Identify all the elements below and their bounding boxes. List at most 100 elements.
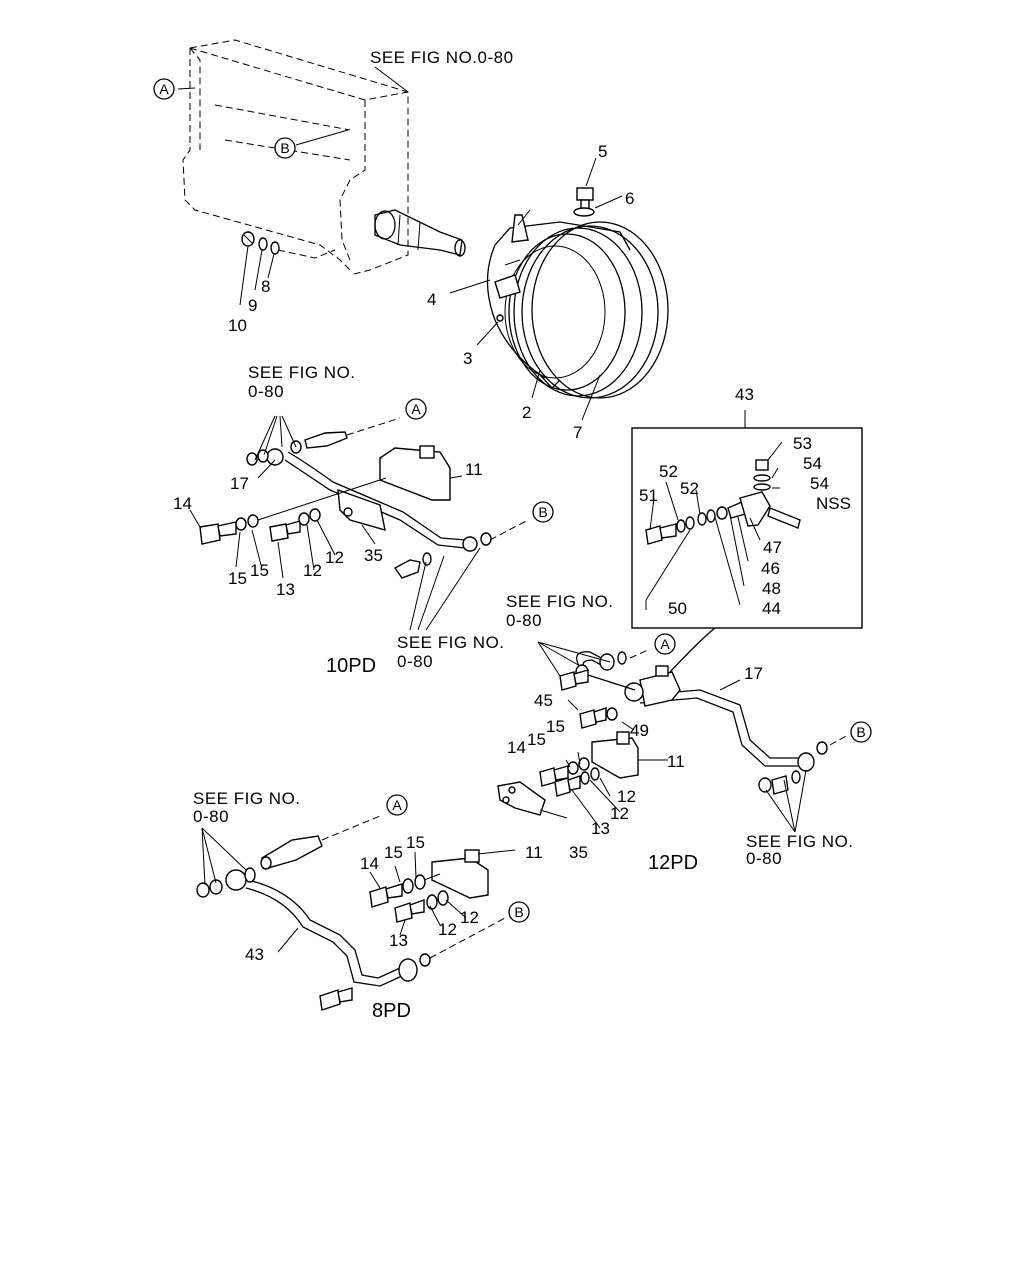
part-number-2: 2: [522, 403, 531, 422]
part-number-9: 9: [248, 296, 257, 315]
part-number-15a-10pd: 15: [228, 569, 247, 588]
part-number-35-12pd: 35: [569, 843, 588, 862]
part-number-13-12pd: 13: [591, 819, 610, 838]
part-number-12b-8pd: 12: [460, 908, 479, 927]
block-11-12pd: [591, 731, 655, 779]
pipe-17-12pd: [639, 689, 828, 772]
part-number-11-8pd: 11: [525, 843, 543, 862]
part-number-12b-12pd: 12: [610, 804, 629, 823]
bolt-45-12pd: [559, 669, 618, 729]
part-number-54b: 54: [810, 474, 829, 493]
see-fig-top: SEE FIG NO.0-80: [370, 48, 514, 67]
fig-ref-10pd-lower: 0-80: [397, 652, 433, 671]
part-number-46: 46: [761, 559, 780, 578]
nss-label: NSS: [816, 494, 851, 513]
part-number-13-8pd: 13: [389, 931, 408, 950]
nut-10: [241, 231, 255, 247]
section-8pd: 8PD: [372, 1000, 411, 1022]
section-12pd: 12PD: [648, 852, 698, 874]
part-number-15b-12pd: 15: [527, 730, 546, 749]
circle-label-a-8pd: A: [386, 794, 408, 816]
part-number-52a: 52: [659, 462, 678, 481]
circle-label-a-10pd: A: [405, 398, 427, 420]
fig-ref-8pd: 0-80: [193, 807, 229, 826]
detail-box-43: [631, 410, 863, 629]
part-number-11-10pd: 11: [465, 460, 483, 479]
fig-ref-12pd-upper: 0-80: [506, 611, 542, 630]
part-number-12a-8pd: 12: [438, 920, 457, 939]
bolts-12pd: [539, 757, 600, 797]
part-number-6: 6: [625, 189, 634, 208]
part-number-51: 51: [639, 486, 658, 505]
part-number-11-12pd: 11: [667, 752, 685, 771]
pipe-43-8pd: [225, 869, 431, 987]
washer-8: [270, 241, 280, 255]
svg-text:A: A: [392, 797, 402, 813]
part-number-14-10pd: 14: [173, 494, 192, 513]
union-12pd: [624, 665, 681, 707]
engine-block: [182, 39, 466, 276]
see-fig-12pd-lower: SEE FIG NO.: [746, 832, 854, 851]
circle-label-a-12pd: A: [654, 633, 676, 655]
svg-text:B: B: [280, 140, 289, 156]
circle-label-b-top: B: [274, 137, 296, 159]
part-number-49: 49: [630, 721, 649, 740]
washer-6: [573, 207, 595, 217]
bolts-8pd: [369, 873, 449, 923]
see-fig-8pd: SEE FIG NO.: [193, 789, 301, 808]
circle-label-b-10pd: B: [532, 501, 554, 523]
part-number-14-8pd: 14: [360, 854, 379, 873]
part-number-53: 53: [793, 434, 812, 453]
part-number-15b-8pd: 15: [406, 833, 425, 852]
gear-housing: [486, 209, 669, 399]
circle-label-b-12pd: B: [850, 721, 872, 743]
part-number-47: 47: [763, 538, 782, 557]
part-number-12a-10pd: 12: [303, 561, 322, 580]
part-number-12a-12pd: 12: [617, 787, 636, 806]
fig-ref-10pd-upper: 0-80: [248, 382, 284, 401]
part-number-13-10pd: 13: [276, 580, 295, 599]
see-fig-12pd-upper: SEE FIG NO.: [506, 592, 614, 611]
washers-10pd-upper: [246, 440, 302, 466]
fig-ref-12pd-lower: 0-80: [746, 849, 782, 868]
svg-text:B: B: [856, 724, 865, 740]
part-number-5: 5: [598, 142, 607, 161]
part-number-54a: 54: [803, 454, 822, 473]
bolt-8pd-lower: [319, 987, 353, 1011]
washers-8pd-upper: [196, 867, 256, 898]
see-fig-10pd-upper: SEE FIG NO.: [248, 363, 356, 382]
part-number-4: 4: [427, 290, 436, 309]
part-number-15a-8pd: 15: [384, 843, 403, 862]
svg-text:B: B: [514, 904, 523, 920]
part-number-52b: 52: [680, 479, 699, 498]
pipe-17-10pd: [266, 448, 492, 552]
banjo-bolt-8pd: [260, 815, 381, 870]
block-11-10pd: [379, 445, 463, 501]
part-number-14-12pd: 14: [507, 738, 526, 757]
part-number-7: 7: [573, 423, 582, 442]
part-number-3: 3: [463, 349, 472, 368]
banjo-bolt-10pd: [304, 417, 401, 449]
circle-label-b-8pd: B: [508, 901, 530, 923]
svg-text:B: B: [538, 504, 547, 520]
see-fig-10pd-lower: SEE FIG NO.: [397, 633, 505, 652]
part-number-15b-10pd: 15: [250, 561, 269, 580]
bracket-35-10pd: [337, 488, 386, 531]
part-number-50: 50: [668, 599, 687, 618]
bolts-10pd: [199, 477, 432, 579]
part-number-45: 45: [534, 691, 553, 710]
washer-9: [258, 237, 268, 251]
part-number-12b-10pd: 12: [325, 548, 344, 567]
part-number-8: 8: [261, 277, 270, 296]
part-number-17-10pd: 17: [230, 474, 249, 493]
section-10pd: 10PD: [326, 655, 376, 677]
part-number-35-10pd: 35: [364, 546, 383, 565]
part-number-43-detail: 43: [735, 385, 754, 404]
part-number-44: 44: [762, 599, 781, 618]
svg-text:A: A: [660, 636, 670, 652]
part-number-43-8pd: 43: [245, 945, 264, 964]
part-number-48: 48: [762, 579, 781, 598]
circle-label-a-top: A: [153, 78, 175, 100]
bracket-35-12pd: [497, 781, 546, 816]
